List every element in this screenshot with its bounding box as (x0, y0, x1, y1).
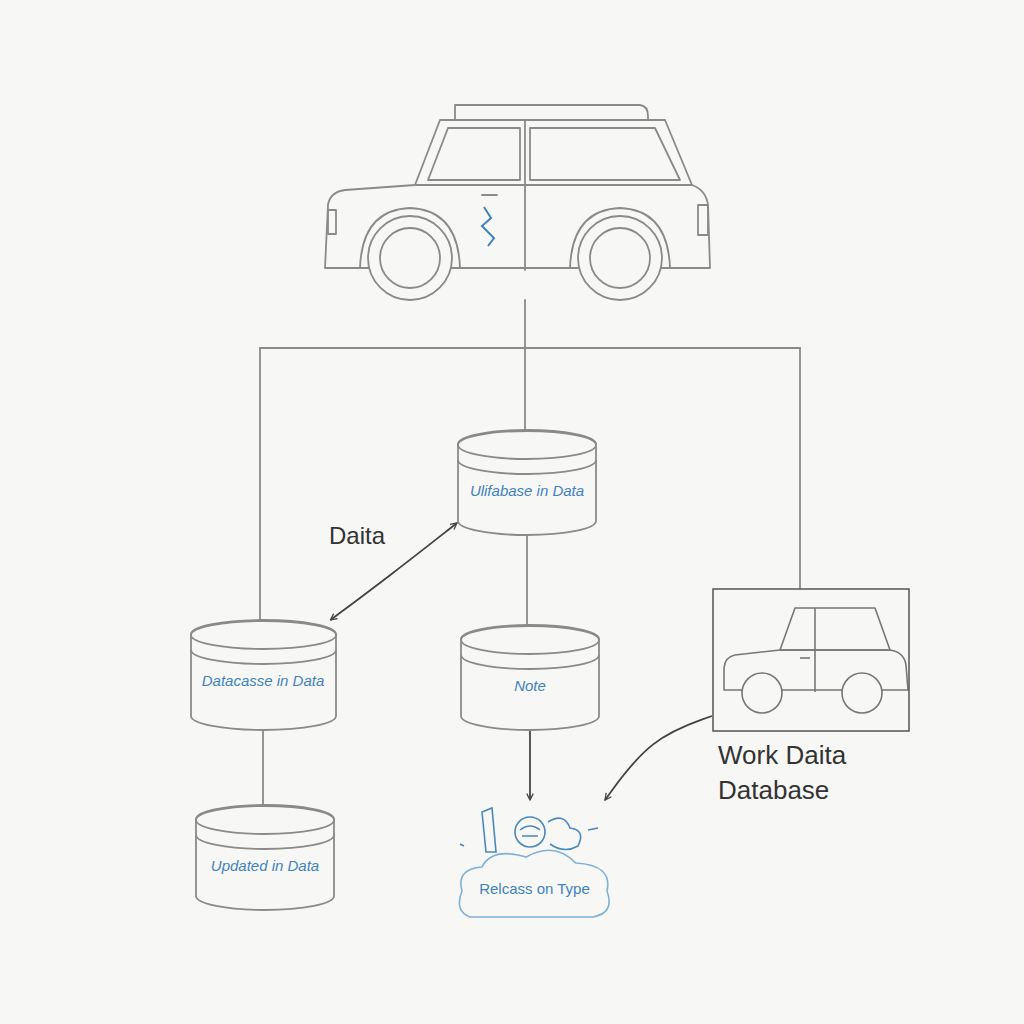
connector-arrow (605, 716, 712, 800)
database-cylinder: Note (460, 625, 600, 730)
cloud-icon (460, 808, 598, 852)
database-cylinder: Ulifabase in Data (457, 430, 597, 535)
small-car (724, 608, 908, 713)
cloud-shape-outline (452, 800, 617, 925)
cloud-shape: Relcass on Type (452, 800, 617, 925)
image-box: Work Daita Database (712, 588, 910, 732)
edge-label: Daita (326, 522, 388, 550)
connector-line (262, 730, 264, 805)
node-label: Updated in Data (195, 857, 335, 874)
database-cylinder: Datacasse in Data (190, 620, 337, 730)
image-box-outline (712, 588, 910, 732)
node-label: Ulifabase in Data (457, 482, 597, 499)
connector-arrow (529, 730, 531, 800)
box-caption: Work Daita Database (718, 738, 918, 808)
database-cylinder: Updated in Data (195, 805, 335, 910)
node-label: Note (460, 677, 600, 694)
node-label: Relcass on Type (452, 880, 617, 897)
connector-line (526, 535, 528, 625)
node-label: Datacasse in Data (190, 672, 337, 689)
